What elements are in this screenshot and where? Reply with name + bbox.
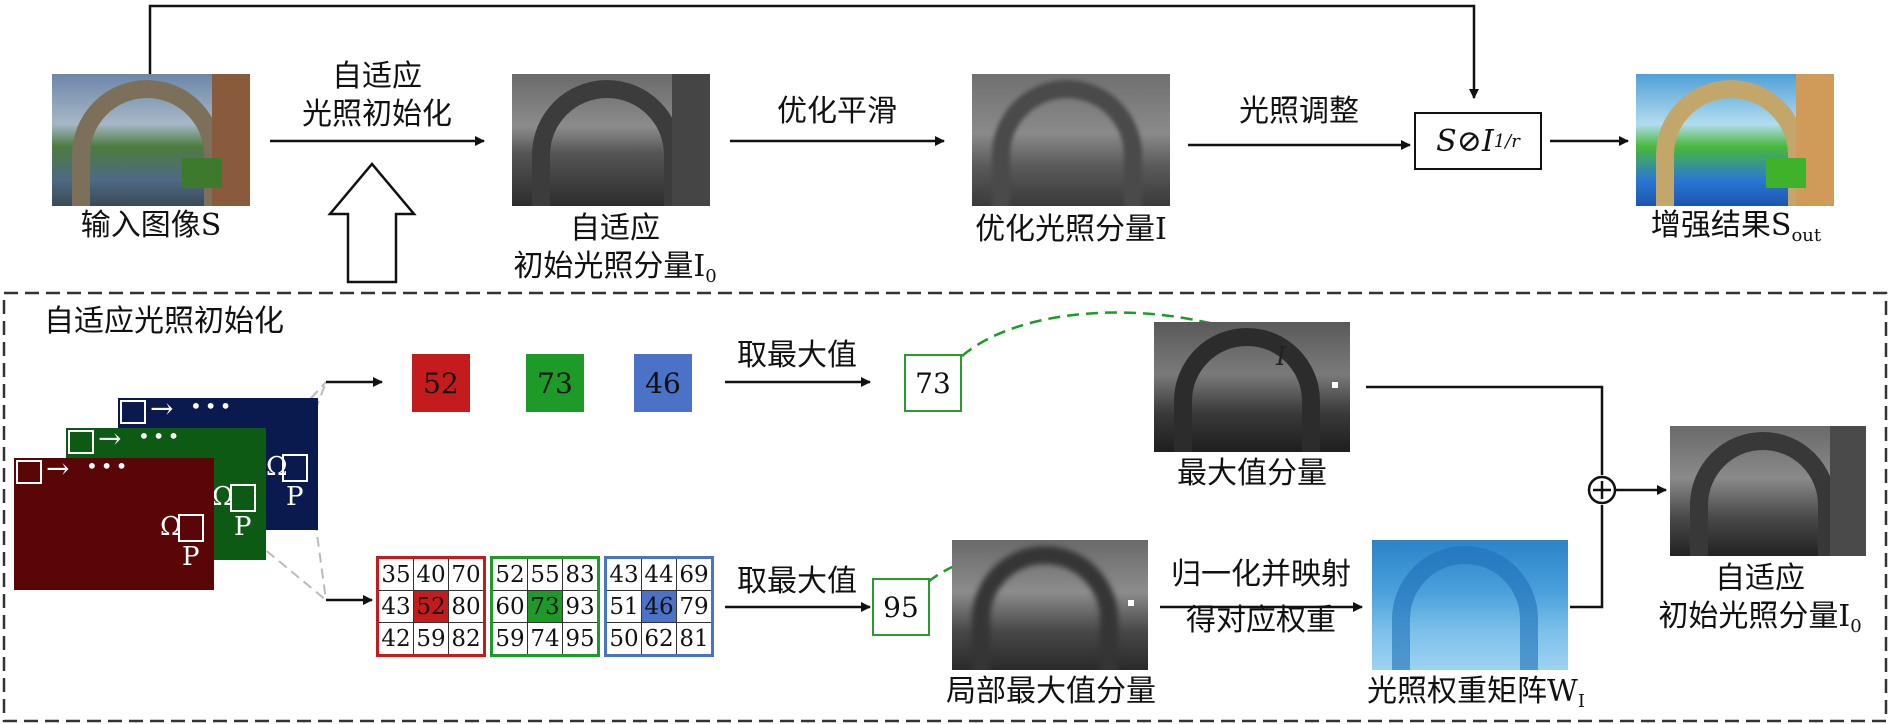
max-component-image: I [1154,322,1350,452]
take-max-label-2: 取最大值 [737,564,857,599]
step-adjust-label: 光照调整 [1239,94,1359,129]
green-max-swatch: 73 [526,354,584,412]
input-image [52,74,250,206]
blue-max-swatch: 46 [634,354,692,412]
result-image [1636,74,1834,206]
green-curve-1 [961,311,1331,381]
optimized-illumination-label: 优化光照分量I [975,212,1167,247]
red-channel-layer: → ••• Ω P [14,458,214,590]
detail-box-title: 自适应光照初始化 [44,304,284,339]
result-label: 增强结果Sout [1650,208,1822,246]
skip-connection-line [148,4,1479,99]
max-component-label: 最大值分量 [1177,456,1327,491]
init-illumination-label: 自适应 初始光照分量I0 [513,211,717,287]
normalize-label: 归一化并映射 得对应权重 [1171,557,1351,638]
init-illumination-image [512,74,710,206]
optimized-illumination-image [972,74,1170,206]
adaptive-init-output-image [1670,426,1866,556]
step-init-label: 自适应 光照初始化 [302,59,452,132]
hollow-up-arrow [327,162,417,284]
red-max-swatch: 52 [412,354,470,412]
local-max-component-label: 局部最大值分量 [946,674,1156,709]
take-max-label-1: 取最大值 [737,338,857,373]
adaptive-init-output-label: 自适应 初始光照分量I0 [1658,561,1862,637]
step-smooth-label: 优化平滑 [777,94,897,129]
input-label: 输入图像S [80,208,222,243]
weight-matrix-label: 光照权重矩阵WI [1367,674,1585,712]
local-max-component-image [952,540,1148,670]
max-value-box-2: 95 [872,578,930,636]
weight-matrix-image [1372,540,1568,670]
max-value-box-1: 73 [904,354,962,412]
